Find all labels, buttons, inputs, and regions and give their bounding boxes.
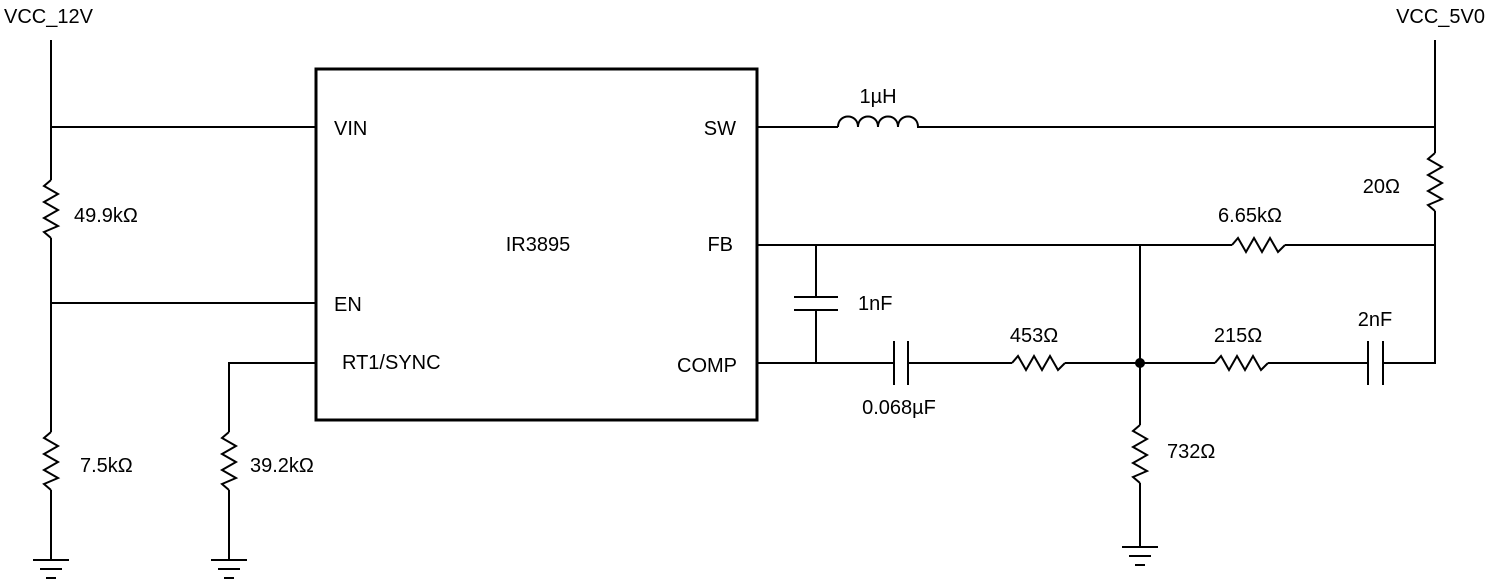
vcc-12v-label: VCC_12V bbox=[4, 6, 94, 28]
resistor-6k65-label: 6.65kΩ bbox=[1218, 205, 1282, 227]
resistor-49k9 bbox=[41, 179, 61, 239]
pin-fb-label: FB bbox=[707, 234, 733, 256]
resistor-453r-label: 453Ω bbox=[1010, 325, 1058, 347]
resistor-20r-label: 20Ω bbox=[1363, 176, 1400, 198]
vcc-5v0-label: VCC_5V0 bbox=[1396, 6, 1485, 28]
pin-en-label: EN bbox=[334, 294, 362, 316]
vin-rail-wire bbox=[50, 40, 316, 180]
resistor-453r bbox=[1011, 353, 1066, 373]
ground-symbol-rt bbox=[211, 559, 247, 579]
resistor-20r bbox=[1425, 152, 1445, 212]
resistor-732r-label: 732Ω bbox=[1167, 441, 1215, 463]
resistor-732r bbox=[1130, 424, 1150, 484]
pin-vin-label: VIN bbox=[334, 118, 367, 140]
en-node-wire bbox=[50, 238, 316, 432]
capacitor-0u068-label: 0.068µF bbox=[862, 397, 936, 419]
resistor-6k65 bbox=[1231, 235, 1286, 255]
sense-node-wire bbox=[1383, 211, 1436, 364]
ic-body bbox=[314, 67, 759, 422]
ground-symbol-left bbox=[33, 559, 69, 579]
inductor-1uh bbox=[837, 115, 920, 128]
pin-sw-label: SW bbox=[704, 118, 736, 140]
ground-symbol-right bbox=[1122, 546, 1158, 566]
resistor-7k5 bbox=[41, 431, 61, 491]
capacitor-1nf-label: 1nF bbox=[858, 293, 892, 315]
ic-name: IR3895 bbox=[506, 234, 571, 256]
resistor-39k2 bbox=[219, 431, 239, 491]
resistor-39k2-label: 39.2kΩ bbox=[250, 455, 314, 477]
resistor-49k9-label: 49.9kΩ bbox=[74, 205, 138, 227]
pin-comp-label: COMP bbox=[677, 355, 737, 377]
resistor-7k5-label: 7.5kΩ bbox=[80, 455, 133, 477]
capacitor-2nf-label: 2nF bbox=[1358, 309, 1392, 331]
resistor-215r-label: 215Ω bbox=[1214, 325, 1262, 347]
resistor-215r bbox=[1214, 353, 1269, 373]
rt-wire bbox=[228, 362, 316, 432]
inductor-1uh-label: 1µH bbox=[859, 86, 896, 108]
junction-dot bbox=[1135, 358, 1145, 368]
pin-rt-sync-label: RT1/SYNC bbox=[342, 352, 441, 374]
